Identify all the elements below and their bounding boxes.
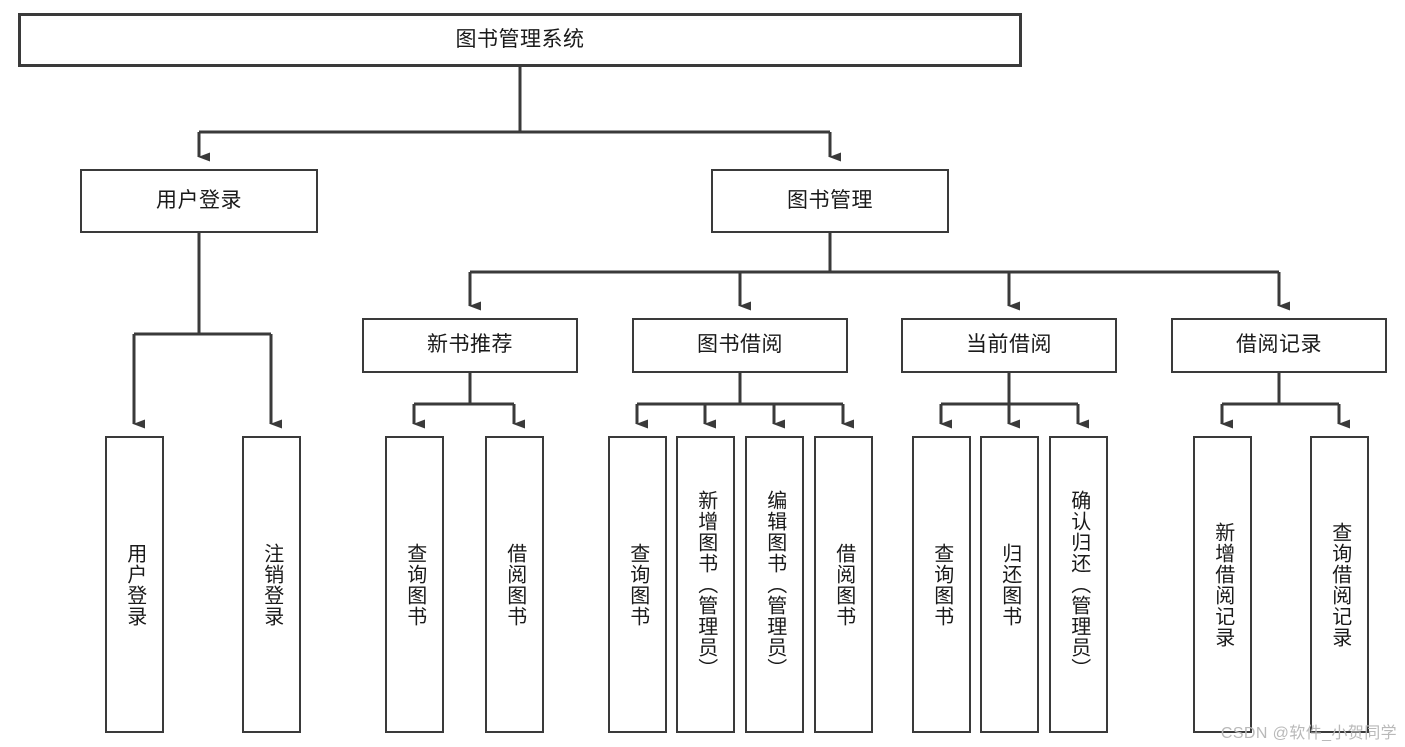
node-label: 新增图书（管理员） (694, 490, 717, 679)
node-label: 借阅记录 (1236, 333, 1322, 357)
node-leaf-edit-book-admin[interactable]: 编辑图书（管理员） (745, 436, 804, 733)
node-label: 新增借阅记录 (1211, 521, 1234, 648)
node-label: 编辑图书（管理员） (763, 490, 786, 679)
node-book-borrowing[interactable]: 图书借阅 (632, 318, 848, 373)
node-label: 图书借阅 (697, 333, 783, 357)
node-label: 注销登录 (260, 542, 283, 627)
node-label: 确认归还（管理员） (1067, 490, 1090, 679)
node-leaf-query-borrow-record[interactable]: 查询借阅记录 (1310, 436, 1369, 733)
node-user-login[interactable]: 用户登录 (80, 169, 318, 233)
node-label: 借阅图书 (503, 542, 526, 627)
node-label: 归还图书 (998, 542, 1021, 627)
node-leaf-logout[interactable]: 注销登录 (242, 436, 301, 733)
node-new-book-recommendation[interactable]: 新书推荐 (362, 318, 578, 373)
node-leaf-borrow-book-new[interactable]: 借阅图书 (485, 436, 544, 733)
node-label: 用户登录 (123, 542, 146, 627)
node-label: 借阅图书 (832, 542, 855, 627)
node-book-management[interactable]: 图书管理 (711, 169, 949, 233)
node-leaf-borrow-book[interactable]: 借阅图书 (814, 436, 873, 733)
csdn-watermark: CSDN @软件_小贺同学 (1220, 725, 1397, 742)
node-label: 查询图书 (403, 542, 426, 627)
node-label: 当前借阅 (966, 333, 1052, 357)
node-label: 查询图书 (930, 542, 953, 627)
node-borrowing-record[interactable]: 借阅记录 (1171, 318, 1387, 373)
node-label: 查询借阅记录 (1328, 521, 1351, 648)
node-leaf-query-book-new[interactable]: 查询图书 (385, 436, 444, 733)
node-leaf-user-login[interactable]: 用户登录 (105, 436, 164, 733)
node-label: 图书管理 (787, 188, 873, 212)
node-label: 用户登录 (156, 188, 242, 212)
node-leaf-add-borrow-record[interactable]: 新增借阅记录 (1193, 436, 1252, 733)
node-label: 新书推荐 (427, 333, 513, 357)
node-leaf-return-book[interactable]: 归还图书 (980, 436, 1039, 733)
node-current-borrowing[interactable]: 当前借阅 (901, 318, 1117, 373)
node-label: 查询图书 (626, 542, 649, 627)
node-leaf-confirm-return-admin[interactable]: 确认归还（管理员） (1049, 436, 1108, 733)
node-leaf-add-book-admin[interactable]: 新增图书（管理员） (676, 436, 735, 733)
node-label: 图书管理系统 (455, 27, 585, 51)
node-leaf-query-book-borrow[interactable]: 查询图书 (608, 436, 667, 733)
node-leaf-query-book-current[interactable]: 查询图书 (912, 436, 971, 733)
node-root-book-management-system[interactable]: 图书管理系统 (18, 13, 1022, 67)
